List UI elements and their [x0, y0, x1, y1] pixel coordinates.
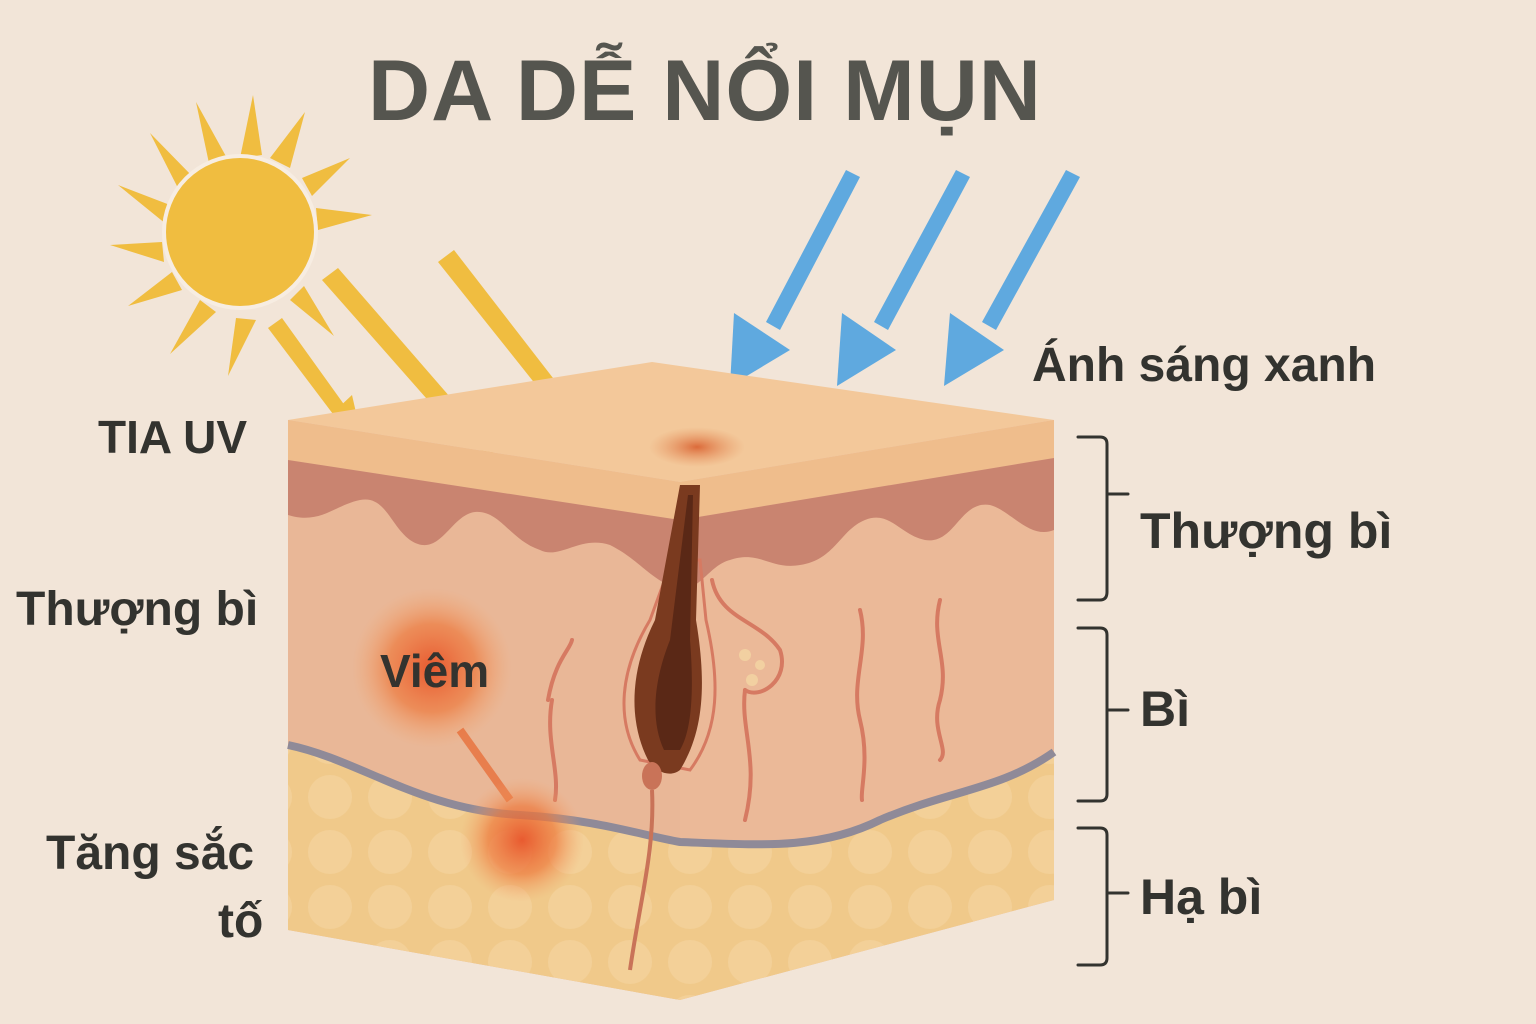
label-inflammation: Viêm — [380, 645, 490, 697]
blue-arrow-icon — [837, 170, 970, 386]
label-blue-light: Ánh sáng xanh — [1032, 339, 1377, 392]
label-uv: TIA UV — [98, 411, 248, 463]
label-hyperpigmentation-1: Tăng sắc — [46, 827, 255, 880]
layer-label-dermis: Bì — [1140, 681, 1190, 737]
skin-surface — [288, 362, 1054, 482]
inflammation-spot — [352, 588, 512, 748]
label-left-epidermis: Thượng bì — [16, 583, 259, 636]
blue-light-arrows — [730, 170, 1080, 386]
bracket-hypodermis — [1076, 826, 1130, 967]
sun-icon — [110, 95, 372, 376]
sebaceous-gland — [739, 649, 765, 686]
label-hyperpigmentation-2: tố — [218, 895, 264, 948]
surface-spot — [649, 427, 745, 467]
bracket-dermis — [1076, 626, 1130, 803]
layer-label-epidermis: Thượng bì — [1140, 503, 1393, 559]
epidermis-layer — [288, 460, 680, 590]
hyperpigmentation-spot — [460, 778, 584, 902]
skin-block — [287, 362, 1057, 1000]
blue-arrow-icon — [944, 170, 1080, 386]
bracket-epidermis — [1076, 435, 1130, 602]
hair-follicle — [622, 485, 717, 971]
page-title: DA DỄ NỔI MỤN — [368, 43, 1042, 139]
blue-arrow-icon — [730, 170, 860, 386]
layer-brackets — [1076, 435, 1130, 967]
layer-label-hypodermis: Hạ bì — [1140, 869, 1263, 925]
